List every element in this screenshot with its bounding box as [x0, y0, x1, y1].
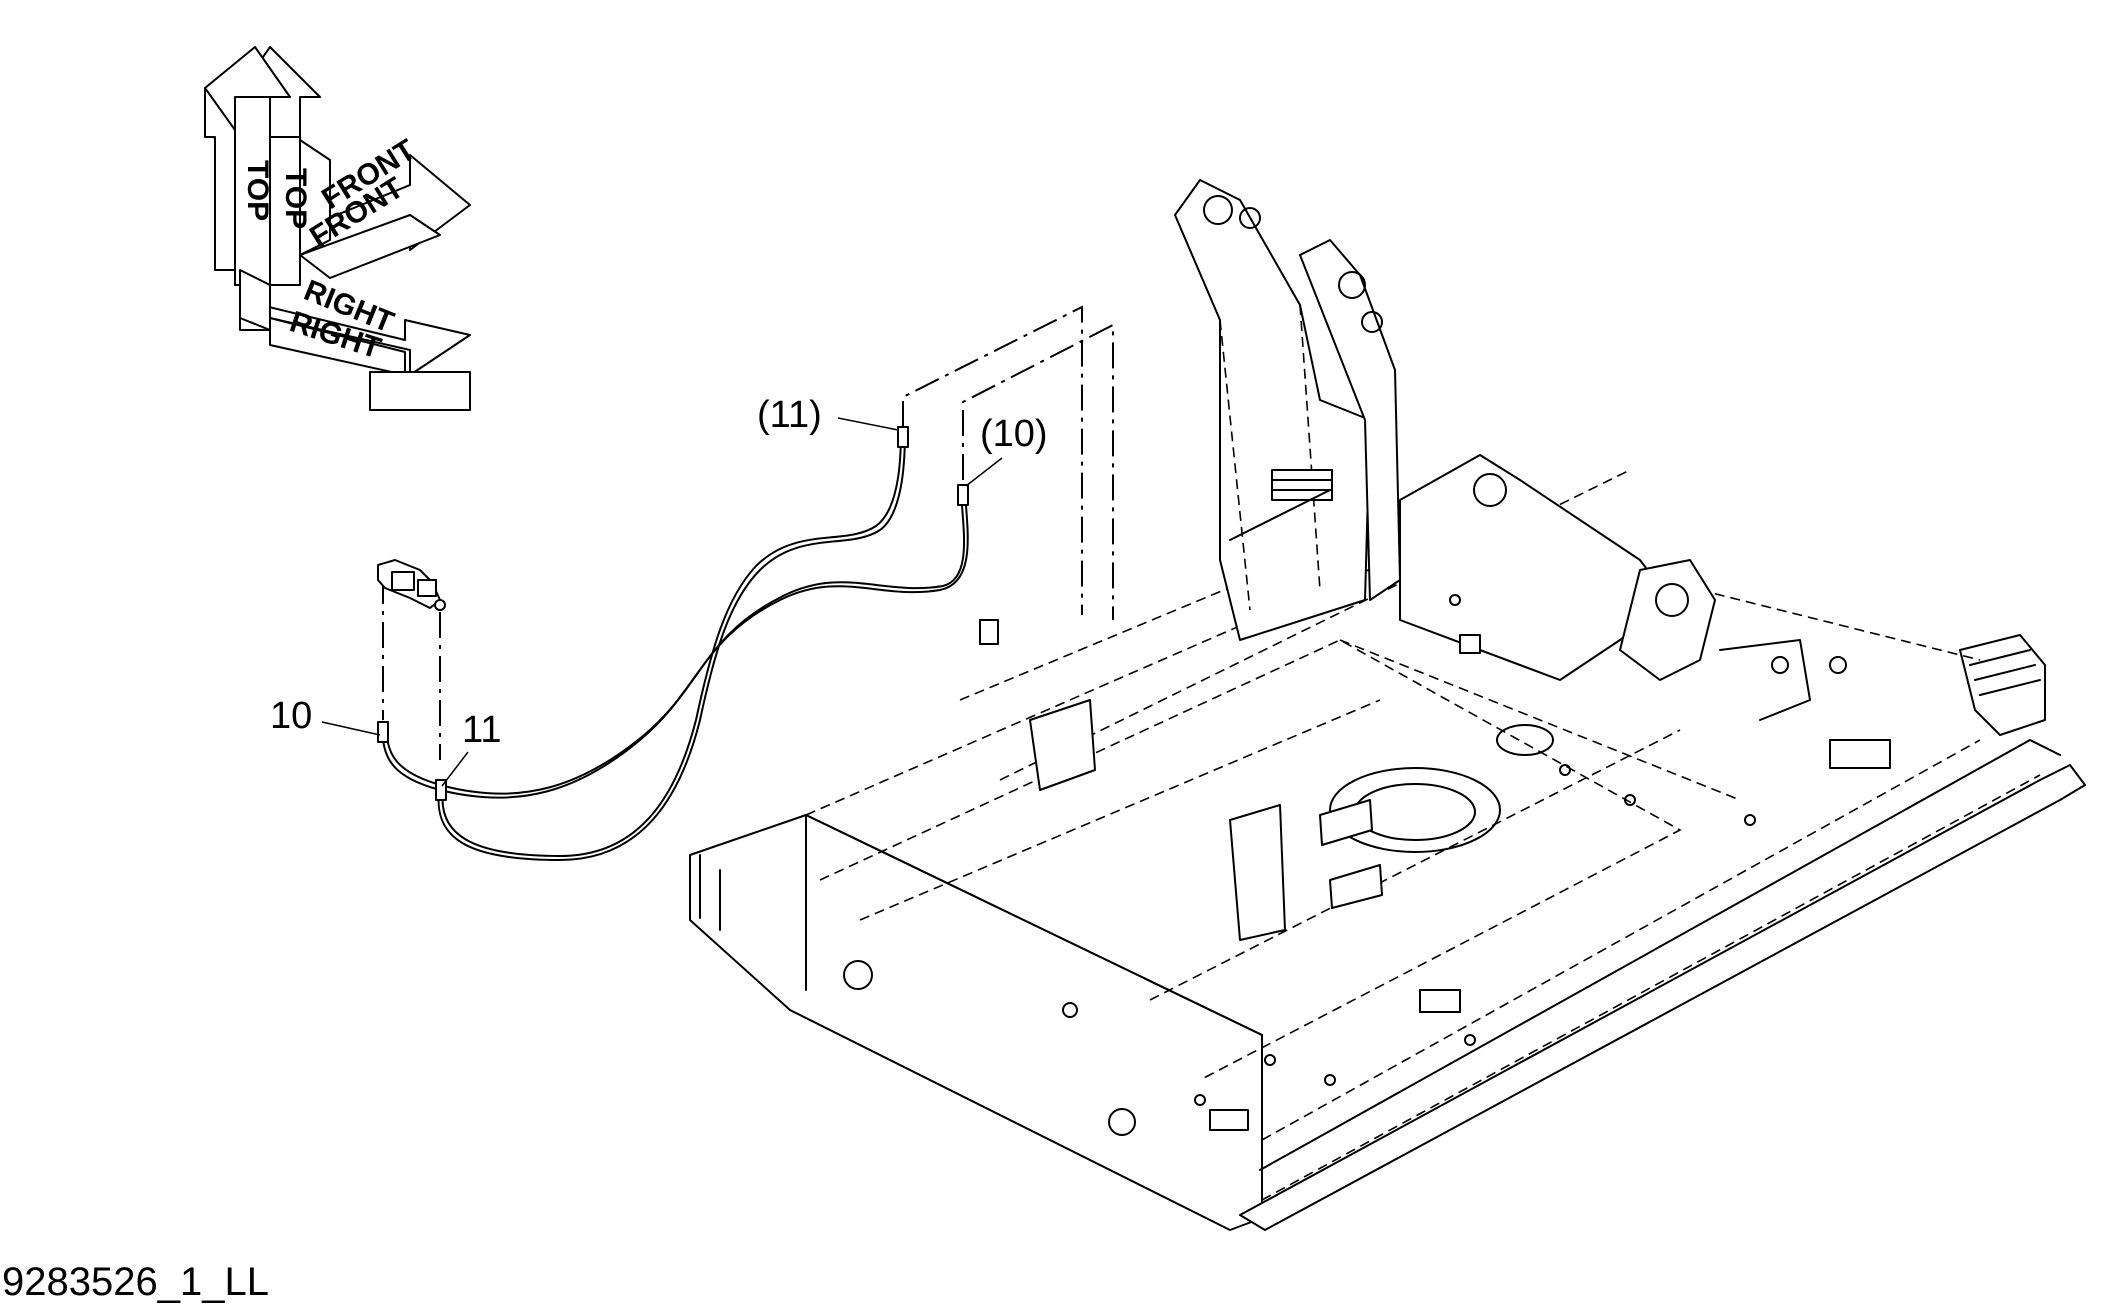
- hose-11: [435, 426, 909, 861]
- orientation-top-label-2: TOP: [279, 168, 312, 229]
- orientation-arrows-icon: TOP TOP FRONT FRONT RIGHT RIGHT: [204, 46, 471, 411]
- leader-lines: [382, 305, 1114, 760]
- lower-frame: [689, 179, 2086, 1231]
- orientation-top-label: TOP: [241, 160, 274, 221]
- callout-11: 11: [462, 709, 501, 751]
- figure-id: 9283526_1_LL: [2, 1260, 269, 1304]
- valve-block-icon: [377, 559, 446, 611]
- callout-10: 10: [270, 695, 312, 737]
- callout-11-paren: (11): [757, 394, 822, 436]
- callout-10-paren: (10): [980, 413, 1048, 455]
- callouts: (11) (10) 10 11: [270, 394, 1048, 787]
